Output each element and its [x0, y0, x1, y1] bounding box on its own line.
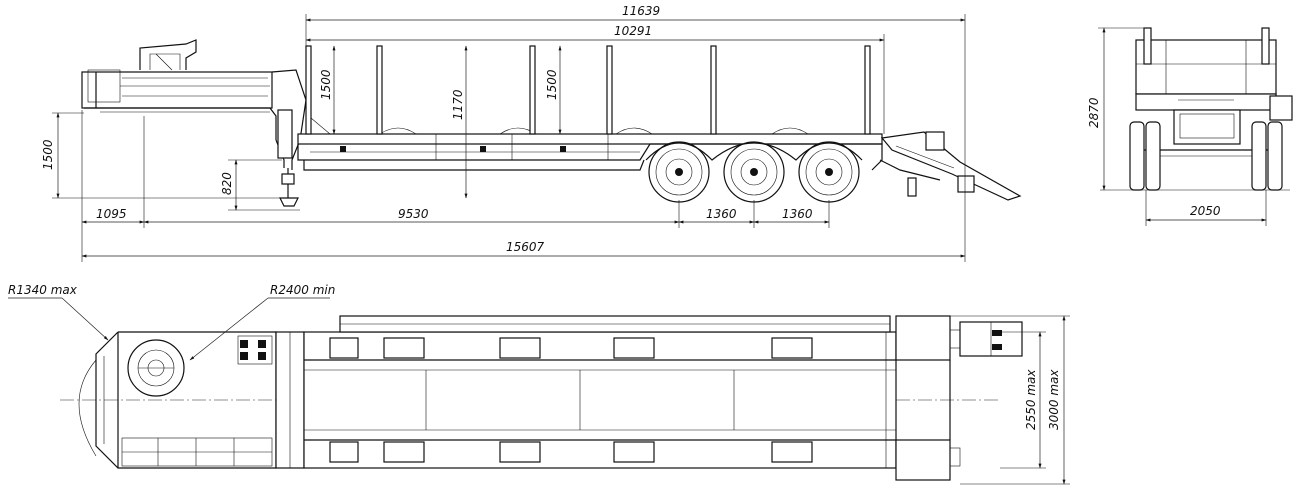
dim-coupling-height: 1500: [41, 139, 55, 170]
dim-swing-radius: R2400 min: [270, 283, 335, 297]
dim-stake-height-front: 1500: [319, 69, 333, 100]
dim-overall-length: 15607: [506, 240, 545, 254]
wheels: [645, 141, 863, 203]
dim-width: 2550 max: [1024, 369, 1038, 430]
dim-overall-top: 11639: [622, 4, 660, 18]
wheel-3: [798, 141, 860, 203]
dim-rear-height: 2870: [1087, 97, 1101, 128]
side-view: 11639 10291 1500 1170 1500 1500 820: [41, 4, 1022, 262]
wheel-1: [648, 141, 710, 203]
dim-track-width: 2050: [1190, 204, 1221, 218]
front-module: [78, 331, 277, 469]
support-leg: [279, 168, 299, 207]
gooseneck: [81, 39, 307, 170]
dim-support-height: 820: [220, 172, 234, 195]
top-dimensions: R1340 max R2400 min 2550 max 3000 max: [8, 283, 1070, 485]
dim-front-radius: R1340 max: [8, 283, 78, 297]
dim-front-overhang: 1095: [96, 207, 127, 221]
dim-deck-length: 10291: [614, 24, 652, 38]
dim-kingpin-to-axle: 9530: [398, 207, 429, 221]
dim-stake-height-rear: 1500: [545, 69, 559, 100]
dim-axle-spacing-2: 1360: [782, 207, 813, 221]
rear-view: 2870 2050: [1087, 27, 1293, 226]
side-dimensions: 11639 10291 1500 1170 1500 1500 820: [41, 4, 966, 262]
stakes: [305, 45, 871, 135]
top-view: R1340 max R2400 min 2550 max 3000 max: [8, 283, 1070, 485]
dim-width-with-ramps: 3000 max: [1047, 369, 1061, 430]
wheel-2: [723, 141, 785, 203]
dim-deck-height: 1170: [451, 89, 465, 120]
rear-ramps-top: [895, 315, 1023, 481]
rear-ramps: [879, 131, 1022, 201]
deck-top: [303, 315, 897, 469]
dim-axle-spacing-1: 1360: [706, 207, 737, 221]
deck-frame: [297, 127, 883, 171]
